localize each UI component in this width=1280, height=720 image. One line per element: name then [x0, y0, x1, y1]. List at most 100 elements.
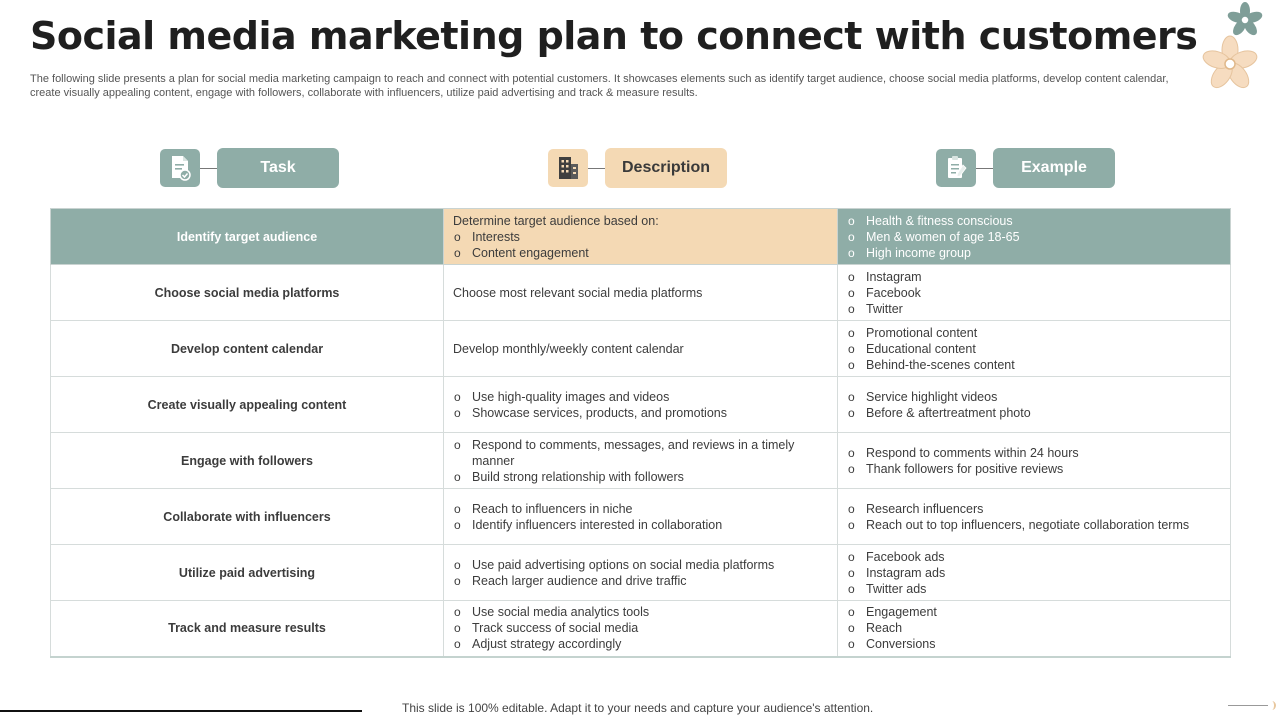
- description-header-label: Description: [605, 148, 727, 188]
- description-cell: Reach to influencers in nicheIdentify in…: [443, 488, 838, 545]
- description-cell: Choose most relevant social media platfo…: [443, 264, 838, 321]
- description-intro: Choose most relevant social media platfo…: [453, 285, 703, 300]
- slide-title: Social media marketing plan to connect w…: [30, 14, 1198, 58]
- example-header-label: Example: [993, 148, 1115, 188]
- task-header-label: Task: [217, 148, 339, 188]
- list-item: Instagram ads: [847, 565, 1221, 581]
- example-cell: InstagramFacebookTwitter: [837, 264, 1231, 321]
- description-list: Use social media analytics toolsTrack su…: [453, 604, 828, 652]
- description-list: Use high-quality images and videosShowca…: [453, 389, 828, 421]
- example-cell: Research influencersReach out to top inf…: [837, 488, 1231, 545]
- footer-accent: [1268, 701, 1276, 710]
- table-row: Create visually appealing content Use hig…: [50, 376, 1231, 433]
- list-item: Men & women of age 18-65: [847, 229, 1221, 245]
- list-item: Educational content: [847, 341, 1221, 357]
- list-item: Health & fitness conscious: [847, 213, 1221, 229]
- list-item: Thank followers for positive reviews: [847, 461, 1221, 477]
- list-item: Showcase services, products, and promoti…: [453, 405, 828, 421]
- example-list: Research influencersReach out to top inf…: [847, 501, 1221, 533]
- list-item: Reach larger audience and drive traffic: [453, 573, 828, 589]
- task-cell: Choose social media platforms: [50, 264, 444, 321]
- table-row: Choose social media platforms Choose most…: [50, 264, 1231, 321]
- description-list: Use paid advertising options on social m…: [453, 557, 828, 589]
- description-list: Reach to influencers in nicheIdentify in…: [453, 501, 828, 533]
- description-cell: Develop monthly/weekly content calendar: [443, 320, 838, 377]
- task-cell: Track and measure results: [50, 600, 444, 658]
- list-item: Content engagement: [453, 245, 828, 261]
- list-item: Build strong relationship with followers: [453, 469, 828, 485]
- list-item: Twitter ads: [847, 581, 1221, 597]
- table-row: Develop content calendar Develop monthly/…: [50, 320, 1231, 377]
- example-list: Health & fitness consciousMen & women of…: [847, 213, 1221, 261]
- example-list: EngagementReachConversions: [847, 604, 1221, 652]
- example-list: Service highlight videosBefore & aftertr…: [847, 389, 1221, 421]
- table-row: Collaborate with influencers Reach to inf…: [50, 488, 1231, 545]
- description-cell: Determine target audience based on:Inter…: [443, 208, 838, 265]
- list-item: Service highlight videos: [847, 389, 1221, 405]
- list-item: Conversions: [847, 636, 1221, 652]
- list-item: Reach: [847, 620, 1221, 636]
- list-item: Twitter: [847, 301, 1221, 317]
- list-item: Instagram: [847, 269, 1221, 285]
- list-item: Use high-quality images and videos: [453, 389, 828, 405]
- table-row: Utilize paid advertising Use paid adverti…: [50, 544, 1231, 601]
- example-list: Promotional contentEducational contentBe…: [847, 325, 1221, 373]
- task-cell: Engage with followers: [50, 432, 444, 489]
- flower-decoration-icon: [1202, 2, 1263, 89]
- list-item: High income group: [847, 245, 1221, 261]
- example-list: Respond to comments within 24 hoursThank…: [847, 445, 1221, 477]
- list-item: Before & aftertreatment photo: [847, 405, 1221, 421]
- list-item: Use social media analytics tools: [453, 604, 828, 620]
- footer-rule: [1228, 705, 1268, 706]
- document-check-icon: [160, 149, 200, 187]
- table-row: Track and measure resultsUse social medi…: [50, 600, 1231, 658]
- description-cell: Use high-quality images and videosShowca…: [443, 376, 838, 433]
- table-row: Engage with followers Respond to comments…: [50, 432, 1231, 489]
- description-list: Respond to comments, messages, and revie…: [453, 437, 828, 485]
- example-cell: Respond to comments within 24 hoursThank…: [837, 432, 1231, 489]
- description-cell: Use social media analytics toolsTrack su…: [443, 600, 838, 658]
- list-item: Adjust strategy accordingly: [453, 636, 828, 652]
- description-intro: Determine target audience based on:: [453, 213, 659, 228]
- example-cell: Facebook adsInstagram adsTwitter ads: [837, 544, 1231, 601]
- connector-line: [976, 168, 993, 169]
- list-item: Track success of social media: [453, 620, 828, 636]
- example-list: InstagramFacebookTwitter: [847, 269, 1221, 317]
- list-item: Respond to comments within 24 hours: [847, 445, 1221, 461]
- task-cell: Collaborate with influencers: [50, 488, 444, 545]
- example-cell: Promotional contentEducational contentBe…: [837, 320, 1231, 377]
- list-item: Engagement: [847, 604, 1221, 620]
- footer-divider: [0, 710, 362, 712]
- footer-note: This slide is 100% editable. Adapt it to…: [402, 701, 874, 715]
- slide-subtitle: The following slide presents a plan for …: [30, 73, 1169, 99]
- description-intro: Develop monthly/weekly content calendar: [453, 341, 684, 356]
- list-item: Reach to influencers in niche: [453, 501, 828, 517]
- description-cell: Respond to comments, messages, and revie…: [443, 432, 838, 489]
- task-cell: Develop content calendar: [50, 320, 444, 377]
- notepad-pen-icon: [936, 149, 976, 187]
- list-item: Facebook ads: [847, 549, 1221, 565]
- task-cell: Create visually appealing content: [50, 376, 444, 433]
- list-item: Respond to comments, messages, and revie…: [453, 437, 828, 469]
- example-cell: Health & fitness consciousMen & women of…: [837, 208, 1231, 265]
- example-cell: Service highlight videosBefore & aftertr…: [837, 376, 1231, 433]
- list-item: Promotional content: [847, 325, 1221, 341]
- list-item: Behind-the-scenes content: [847, 357, 1221, 373]
- example-header: Example: [936, 148, 1116, 188]
- task-header: Task: [160, 148, 340, 188]
- description-list: InterestsContent engagement: [453, 229, 828, 261]
- connector-line: [588, 168, 605, 169]
- description-cell: Use paid advertising options on social m…: [443, 544, 838, 601]
- list-item: Identify influencers interested in colla…: [453, 517, 828, 533]
- list-item: Reach out to top influencers, negotiate …: [847, 517, 1221, 533]
- list-item: Research influencers: [847, 501, 1221, 517]
- example-cell: EngagementReachConversions: [837, 600, 1231, 658]
- connector-line: [200, 168, 217, 169]
- task-cell: Utilize paid advertising: [50, 544, 444, 601]
- list-item: Interests: [453, 229, 828, 245]
- task-cell: Identify target audience: [50, 208, 444, 265]
- example-list: Facebook adsInstagram adsTwitter ads: [847, 549, 1221, 597]
- building-icon: [548, 149, 588, 187]
